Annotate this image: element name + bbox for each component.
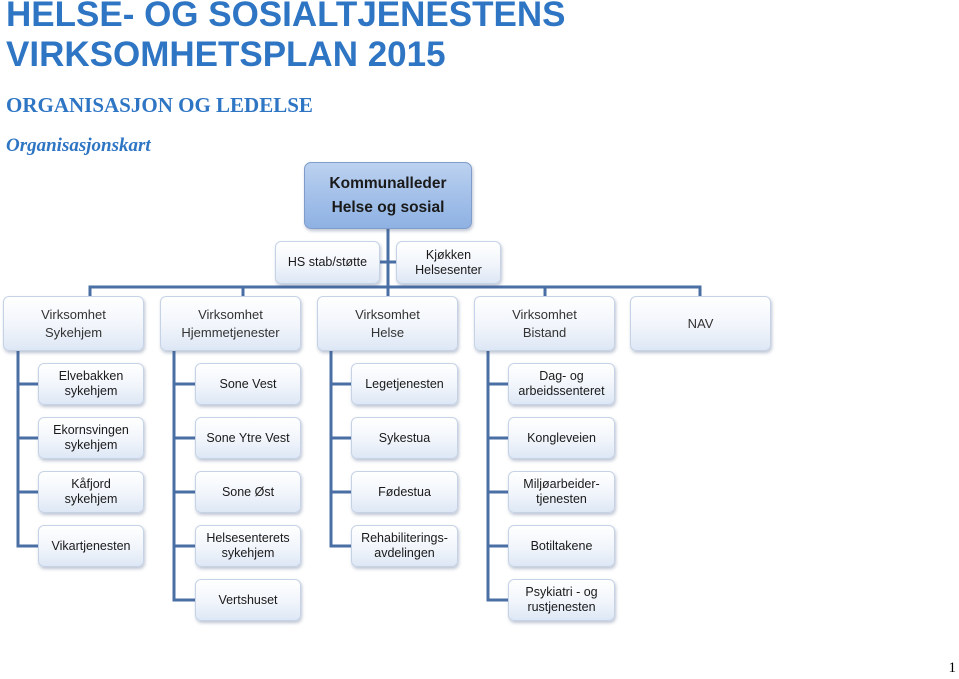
node-label: Kjøkken: [425, 247, 472, 262]
node-virksomhet-hjemmetjenester: Virksomhet Hjemmetjenester: [160, 296, 301, 351]
node-elvebakken: Elvebakken sykehjem: [38, 363, 144, 405]
node-virksomhet-helse: Virksomhet Helse: [317, 296, 458, 351]
node-label: Virksomhet: [355, 306, 420, 322]
node-sone-vest: Sone Vest: [195, 363, 301, 405]
node-label: Miljøarbeider-: [523, 477, 600, 491]
node-label: NAV: [687, 315, 714, 331]
node-virksomhet-bistand: Virksomhet Bistand: [474, 296, 615, 351]
node-label: Legetjenesten: [365, 376, 444, 391]
node-sone-ost: Sone Øst: [195, 471, 301, 513]
node-rehabiliteringsavdelingen: Rehabiliterings- avdelingen: [351, 525, 458, 567]
node-label: Virksomhet: [198, 306, 263, 322]
node-kjokken: Kjøkken Helsesenter: [396, 241, 501, 284]
node-label: avdelingen: [374, 546, 435, 560]
section-heading: ORGANISASJON OG LEDELSE: [6, 93, 313, 117]
node-label: Kommunalleder: [329, 174, 447, 192]
node-label: Virksomhet: [41, 306, 106, 322]
page-title-line-1: HELSE- OG SOSIALTJENESTENS: [6, 0, 566, 34]
node-label: Fødestua: [378, 484, 431, 499]
node-label: rustjenesten: [527, 600, 596, 614]
node-fodestua: Fødestua: [351, 471, 458, 513]
node-label: Helsesenterets: [206, 531, 290, 545]
node-miljoarbeidertjenesten: Miljøarbeider- tjenesten: [508, 471, 615, 513]
node-label: HS stab/støtte: [287, 255, 368, 269]
node-label: Psykiatri - og: [525, 585, 598, 599]
node-label: Vertshuset: [218, 592, 278, 607]
node-kafjord: Kåfjord sykehjem: [38, 471, 144, 513]
subsection-heading: Organisasjonskart: [6, 135, 151, 156]
node-label: Elvebakken: [58, 369, 124, 383]
node-label: Sykehjem: [44, 324, 103, 340]
page-number: 1: [948, 660, 957, 676]
node-label: sykehjem: [221, 546, 275, 560]
node-label: Ekornsvingen: [53, 423, 129, 437]
node-label: Helse og sosial: [331, 198, 445, 216]
node-label: Helse: [370, 324, 405, 340]
node-label: Virksomhet: [512, 306, 577, 322]
node-label: Dag- og: [539, 369, 584, 383]
node-label: Sone Øst: [221, 484, 275, 499]
node-label: sykehjem: [64, 384, 118, 398]
node-kongleveien: Kongleveien: [508, 417, 615, 459]
node-label: Sone Ytre Vest: [206, 430, 290, 445]
node-label: Sone Vest: [219, 376, 277, 391]
node-sone-ytre-vest: Sone Ytre Vest: [195, 417, 301, 459]
node-label: Kongleveien: [527, 430, 596, 445]
node-vertshuset: Vertshuset: [195, 579, 301, 621]
node-virksomhet-sykehjem: Virksomhet Sykehjem: [3, 296, 144, 351]
node-psykiatri-og-rustjenesten: Psykiatri - og rustjenesten: [508, 579, 615, 621]
page-title-line-2: VIRKSOMHETSPLAN 2015: [6, 35, 446, 74]
node-label: tjenesten: [536, 492, 587, 506]
node-label: Helsesenter: [415, 262, 482, 277]
node-label: sykehjem: [64, 492, 118, 506]
node-label: sykehjem: [64, 438, 118, 452]
node-ekornsvingen: Ekornsvingen sykehjem: [38, 417, 144, 459]
node-vikartjenesten: Vikartjenesten: [38, 525, 144, 567]
node-nav: NAV: [630, 296, 771, 351]
node-label: Bistand: [522, 324, 567, 340]
node-helsesenterets-sykehjem: Helsesenterets sykehjem: [195, 525, 301, 567]
node-dag-og-arbeidssenteret: Dag- og arbeidssenteret: [508, 363, 615, 405]
node-hs-stab: HS stab/støtte: [275, 241, 380, 284]
node-botiltakene: Botiltakene: [508, 525, 615, 567]
node-label: Kåfjord: [71, 477, 111, 491]
node-legetjenesten: Legetjenesten: [351, 363, 458, 405]
node-label: Sykestua: [378, 430, 431, 445]
node-label: Botiltakene: [530, 538, 593, 553]
node-label: arbeidssenteret: [518, 384, 605, 398]
node-label: Vikartjenesten: [51, 538, 131, 553]
node-sykestua: Sykestua: [351, 417, 458, 459]
node-label: Hjemmetjenester: [181, 324, 280, 340]
node-label: Rehabiliterings-: [361, 531, 448, 545]
node-kommunalleder: Kommunalleder Helse og sosial: [304, 162, 472, 229]
